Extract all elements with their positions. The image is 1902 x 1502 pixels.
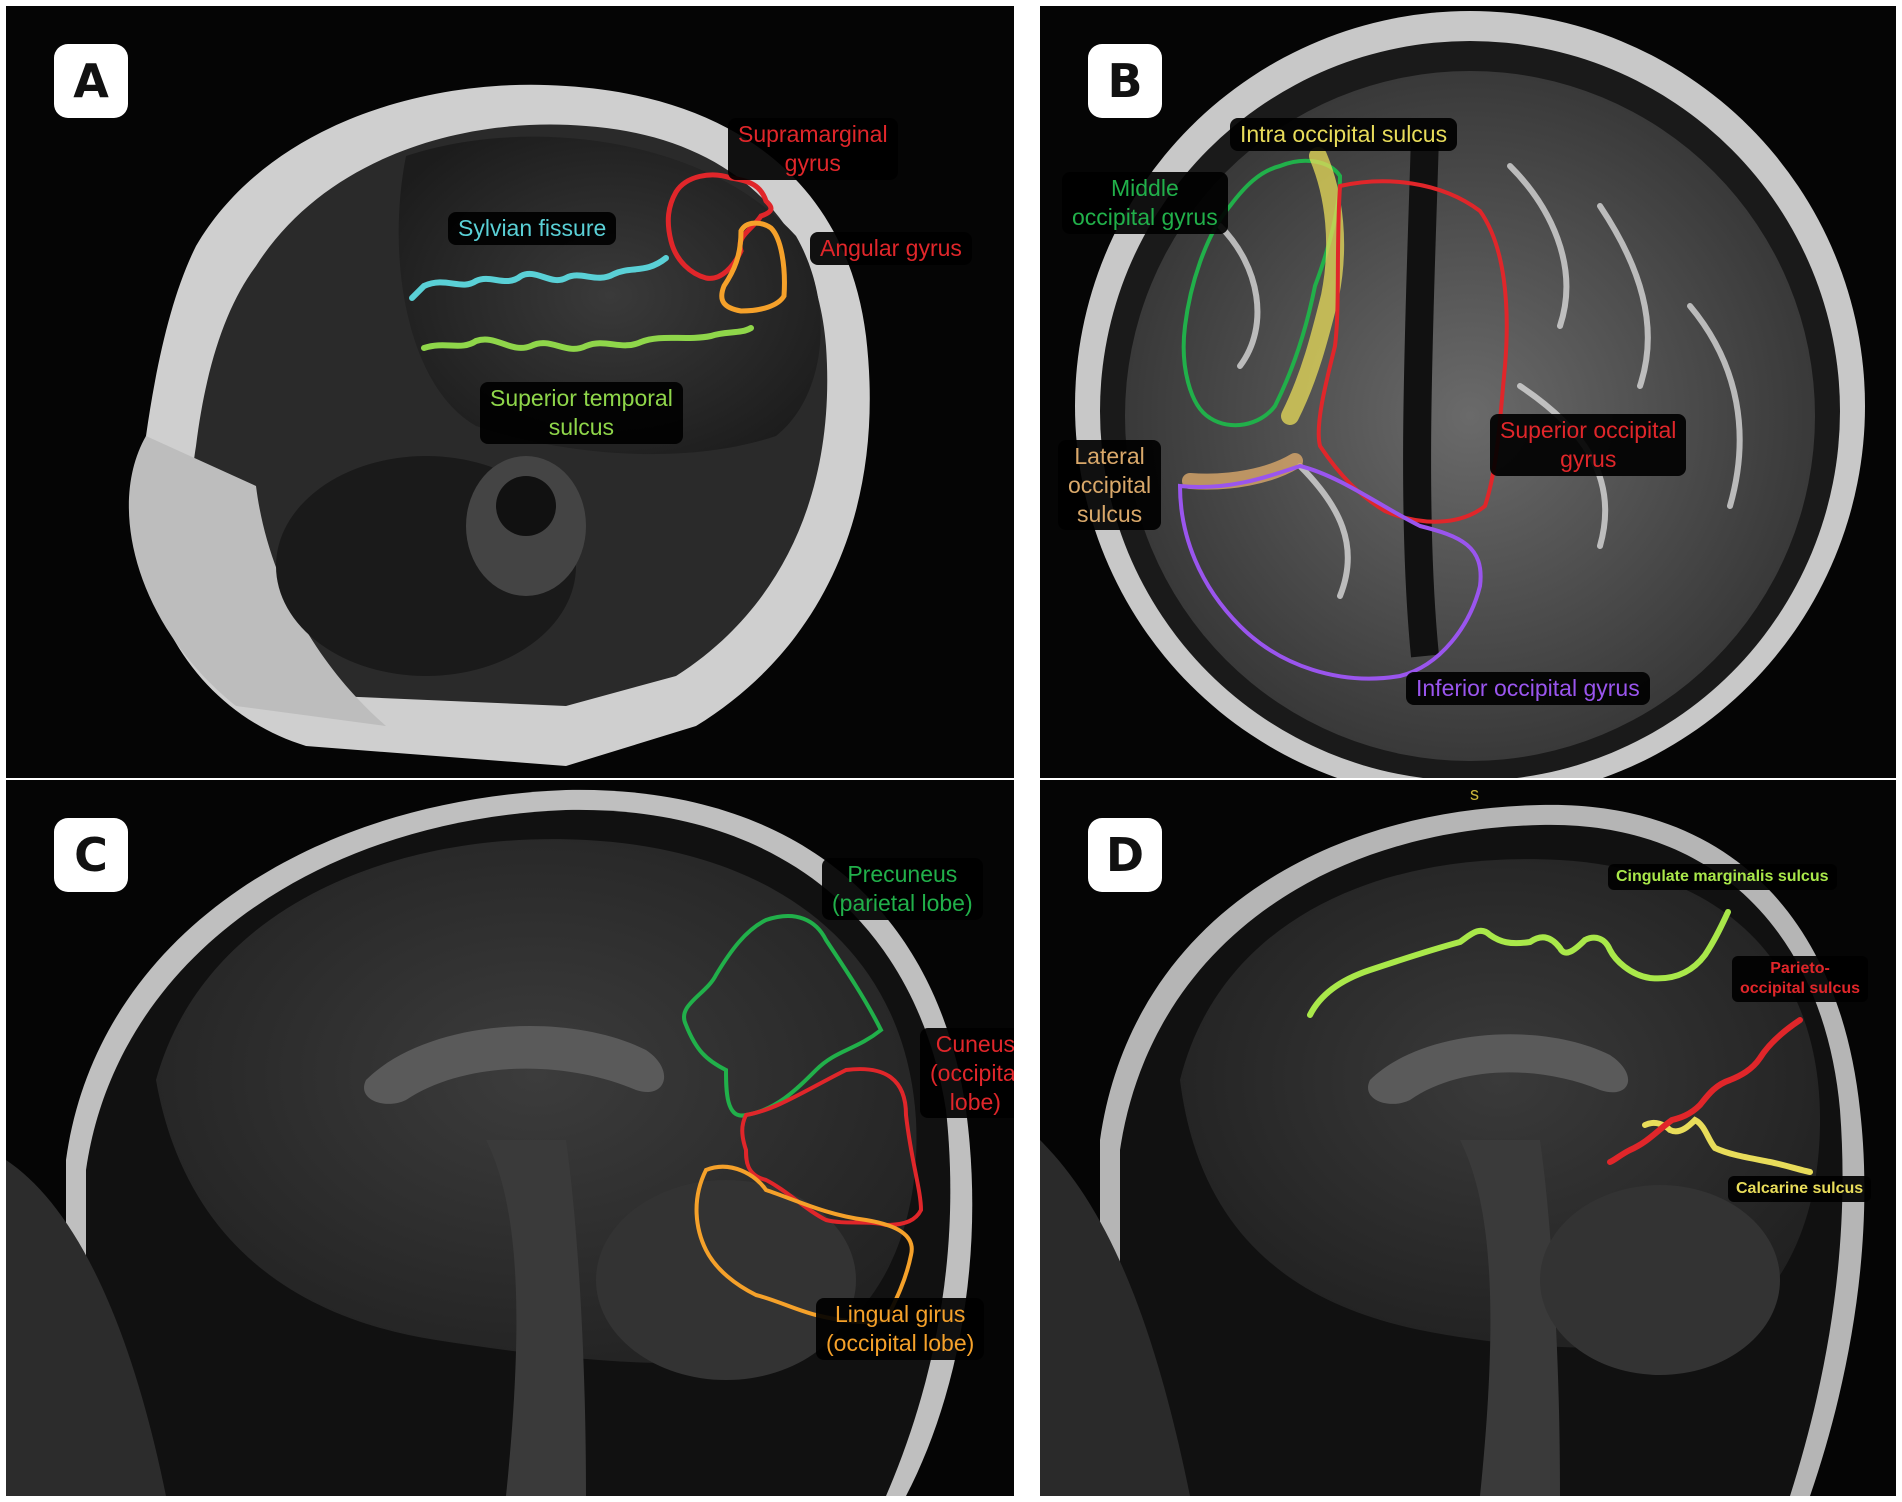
panel-badge-d: D [1088,818,1162,892]
inferior-occipital-gyrus-outline [1177,463,1483,681]
calcarine-sulcus-line [1642,1116,1813,1175]
panel-c: C Precuneus(parietal lobe) Cuneus(occipi… [6,780,1014,1496]
label-inferior-occipital-gyrus: Inferior occipital gyrus [1406,672,1650,705]
intra-occipital-sulcus-band [1281,147,1345,425]
label-sylvian-fissure: Sylvian fissure [448,212,617,245]
mri-scan-c [6,789,973,1496]
stray-letter: s [1470,784,1479,804]
label-calcarine-sulcus: Calcarine sulcus [1728,1176,1872,1202]
label-lingual-girus: Lingual girus(occipital lobe) [816,1298,985,1360]
parieto-occipital-sulcus-line [1607,1017,1803,1165]
mri-scan-b [1075,11,1865,778]
label-intra-occipital-sulcus: Intra occipital sulcus [1230,118,1458,151]
panel-badge-a: A [54,44,128,118]
angular-gyrus-outline [719,220,787,314]
mri-scan-d [1040,804,1865,1496]
label-angular-gyrus: Angular gyrus [810,232,972,265]
label-cingulate-marginalis-sulcus: Cingulate marginalis sulcus [1608,864,1837,890]
cuneus-outline [740,1067,924,1228]
superior-occipital-gyrus-outline [1316,179,1509,524]
panel-badge-c: C [54,818,128,892]
label-precuneus: Precuneus(parietal lobe) [822,858,983,920]
mri-scan-a [128,84,870,766]
lateral-occipital-sulcus-band [1182,453,1303,490]
sylvian-fissure-line [409,255,669,301]
superior-temporal-sulcus-line [421,325,754,352]
panel-d: s D Cingulate marginalis sulcus Parieto-… [1040,780,1896,1496]
panel-badge-b: B [1088,44,1162,118]
label-parieto-occipital-sulcus: Parieto-occipital sulcus [1732,956,1869,1002]
cingulate-marginalis-sulcus-line [1307,909,1731,1018]
